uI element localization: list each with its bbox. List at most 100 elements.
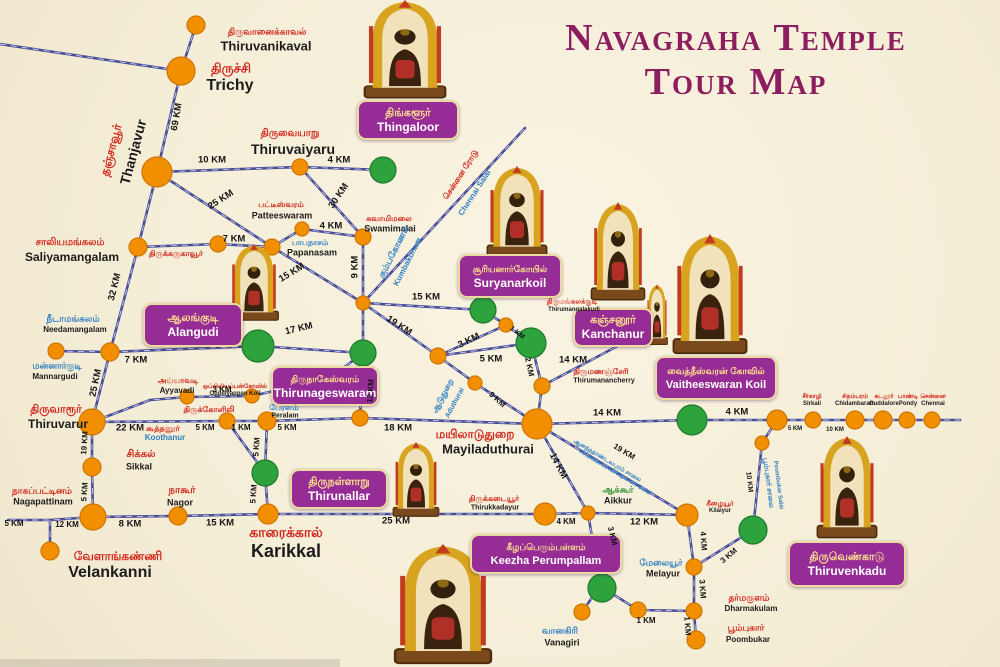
town-dot-nagor (168, 506, 188, 526)
label-mayiladuthurai-en: Mayiladuthurai (442, 441, 534, 457)
town-dot-velankanni (40, 541, 60, 561)
label-vanagiri-en: Vanagiri (544, 637, 580, 648)
label-pondy-en: Pondy (898, 401, 918, 407)
label-aikkur-en: Aikkur (603, 495, 633, 506)
road-dash (299, 166, 364, 238)
town-dot-mayil-road-junction (467, 375, 483, 391)
town-dot-sirkali (804, 411, 822, 429)
distance-label: 4 KM (556, 517, 576, 526)
label-koothanur-ta: கூத்தனூர் (146, 424, 180, 433)
thirunallar-deity-image (392, 442, 440, 517)
road-dash (156, 166, 301, 173)
label-oppiliyappan-ta: ஒப்பிலியப்பன்கோவில் (202, 384, 268, 390)
temple-box-thiruvenkadu-tamil: திருவெண்காடு (809, 550, 885, 563)
distance-label: 5 KM (79, 482, 90, 502)
map-title-line1: Navagraha Temple (565, 17, 907, 59)
road-dash (362, 302, 538, 425)
distance-label: 5 KM (277, 423, 297, 432)
road-dash (91, 417, 538, 425)
distance-label: 1 KM (682, 616, 693, 636)
temple-box-keezha-perumpallam-english: Keezha Perumpallam (490, 554, 602, 567)
label-thirumangalakudi-ta: திருமங்கலக்குடி (546, 298, 598, 306)
temple-box-thiruvenkadu: திருவெண்காடுThiruvenkadu (788, 541, 906, 587)
label-patteeswaram-ta: பட்டீஸ்வரம் (258, 200, 304, 209)
label-melayur-ta: மேலையூர் (639, 557, 683, 568)
label-thiruvanaikkaval-ta: திருவானைக்காவல் (227, 26, 307, 37)
town-dot-saliyamangalam (128, 237, 148, 257)
distance-label: 5 KM (479, 353, 503, 365)
label-nagapattinam-ta: நாகப்பட்டினம் (12, 485, 72, 496)
road-dash (109, 246, 139, 353)
label-nagapattinam-en: Nagapattinam (13, 496, 73, 507)
temple-box-kanchanur-english: Kanchanur (581, 327, 645, 341)
label-thirukkarugavur-ta: திருக்கருகாவூர் (148, 249, 204, 258)
temple-box-thingaloor: திங்களூர்Thingaloor (357, 100, 459, 140)
temple-box-kanchanur-tamil: கஞ்சனூர் (590, 314, 636, 326)
label-thiruvarur-en: Thiruvarur (27, 417, 89, 431)
distance-label: 18 KM (384, 422, 412, 434)
label-thiruvarur-ta: திருவாரூர் (30, 403, 82, 416)
town-dot-karikkal (257, 503, 279, 525)
town-dot-melayur (685, 558, 703, 576)
distance-label: 5 KM (251, 437, 262, 457)
label-thirukkolili-ta: திருக்கோளிலி (183, 405, 235, 414)
label-dharmakulam-ta: தர்மகுளம் (728, 592, 770, 603)
road (136, 227, 304, 249)
town-dot-thiruvaiyaru (291, 158, 309, 176)
label-needamangalam-ta: நீடாமங்கலம் (46, 313, 100, 324)
label-mannargudi-en: Mannargudi (32, 372, 78, 381)
temple-box-suryanarkoil-english: Suryanarkoil (473, 275, 547, 290)
label-karikkal-en: Karikkal (250, 541, 322, 561)
town-dot-pondy (898, 411, 916, 429)
label-trichy-en: Trichy (206, 77, 254, 94)
distance-label: 7 KM (124, 354, 148, 366)
temple-box-suryanarkoil: சூரியனார்கோயில்Suryanarkoil (458, 254, 562, 298)
temple-box-thirunageswaram-english: Thirunageswaram (273, 385, 377, 400)
distance-label: 8 KM (118, 518, 142, 530)
temple-box-suryanarkoil-tamil: சூரியனார்கோயில் (472, 263, 548, 274)
label-kilaiyur-en: Kilaiyur (708, 508, 732, 514)
label-swamimalai-en: Swamimalai (364, 223, 416, 234)
temple-box-thirunallar-english: Thirunallar (307, 488, 370, 503)
town-dot-patteeswaram (294, 221, 310, 237)
label-poombukar-en: Poombukar (725, 635, 771, 644)
temple-box-vaitheeswaran-koil: வைத்தீஸ்வரன் கோவில்Vaitheeswaran Koil (655, 356, 777, 400)
label-ayyavadi-en: Ayyavadi (159, 386, 195, 395)
map-title-line2: Tour Map (644, 61, 828, 103)
label-thiruvaiyaru-en: Thiruvaiyaru (250, 141, 336, 157)
town-dot-papanasam (263, 238, 281, 256)
temple-box-thirunallar: திருநள்ளாறுThirunallar (290, 469, 388, 509)
temple-dot-suryanarkoil-temple (469, 296, 497, 324)
label-swamimalai-ta: சுவாமிமலை (366, 214, 412, 223)
label-thiruvaiyaru-ta: திருவையாறு (260, 128, 320, 139)
distance-label: 4 KM (319, 220, 343, 232)
label-saliyamangalam-ta: சாலியமங்கலம் (35, 237, 105, 248)
distance-label: 15 KM (412, 291, 440, 303)
suryanarkoil-deity-image (486, 166, 548, 257)
distance-label: 7 KM (222, 233, 246, 245)
map-title: Navagraha Temple Tour Map (520, 16, 952, 104)
label-chennai-ta: சென்னை (920, 394, 946, 400)
town-dot-thirukkadaiyur (533, 502, 557, 526)
thingaloor-deity-image (363, 0, 447, 99)
town-dot-main-road-junction (351, 409, 369, 427)
label-cuddalore-ta: கடலூர் (874, 394, 894, 400)
distance-label: 15 KM (206, 517, 234, 529)
distance-label: 4 KM (725, 406, 749, 418)
road-dash (686, 514, 697, 641)
label-nagor-ta: நாகூர் (168, 485, 196, 496)
town-dot-thanjavur (141, 156, 173, 188)
label-saliyamangalam-en: Saliyamangalam (24, 250, 120, 264)
town-dot-ayyavadi (179, 389, 195, 405)
label-mayiladuthurai-ta: மயிலாடுதுறை (435, 427, 515, 441)
distance-label: 5 KM (787, 426, 803, 432)
town-dot-keezha-road-junction (580, 505, 596, 521)
label-velankanni-ta: வேளாங்கண்ணி (73, 549, 163, 563)
vaitheeswaran-deity-image (672, 234, 748, 355)
temple-dot-thirunageswaram-temple (349, 339, 377, 367)
road (535, 422, 590, 515)
label-oppiliyappan-en: Oppiliyappan Koil (209, 391, 261, 397)
label-chennai-en: Chennai (921, 401, 945, 407)
town-dot-chennai (923, 411, 941, 429)
